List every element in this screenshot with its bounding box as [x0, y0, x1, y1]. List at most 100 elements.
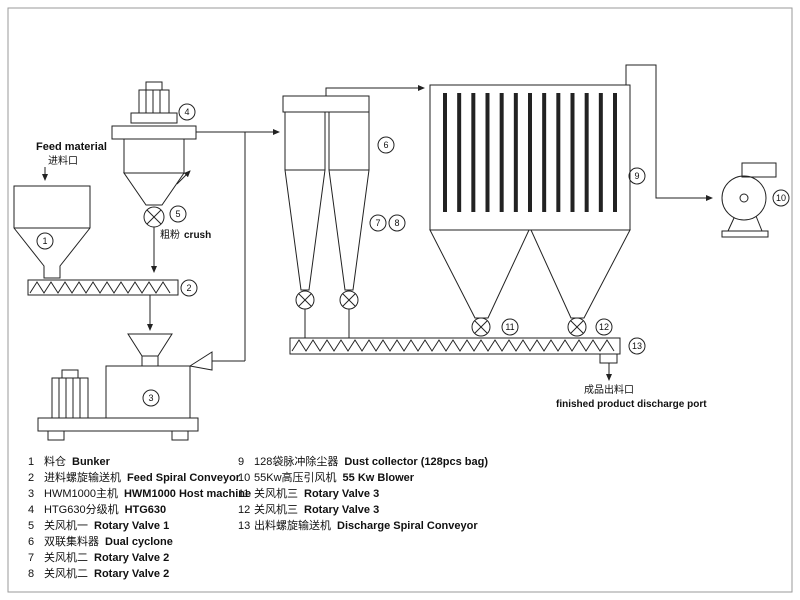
legend-item-3: 3 HWM1000主机 HWM1000 Host machine	[28, 486, 251, 502]
blower-outlet	[741, 162, 777, 178]
callout-6: 6	[377, 136, 395, 154]
dual-cyclone	[282, 95, 370, 291]
discharge-label-cn: 成品出料口	[584, 383, 634, 396]
svg-text:1: 1	[42, 236, 47, 246]
legend-cn: 关风机三	[254, 504, 298, 516]
feed-material-label-cn: 进料口	[48, 154, 78, 167]
legend-en: Dual cyclone	[105, 536, 173, 548]
discharge-label-en: finished product discharge port	[556, 399, 707, 410]
screw-zigzag	[29, 281, 171, 294]
filter-bags	[443, 93, 617, 212]
collector-hopper-left	[429, 229, 530, 319]
callout-4: 4	[178, 103, 196, 121]
crush-label-en: crush	[184, 230, 211, 241]
legend-en: Rotary Valve 2	[94, 568, 170, 580]
crush-return: 粗粉 crush	[151, 227, 211, 273]
legend-cn: 双联集料器	[44, 536, 99, 548]
legend-cn: 关风机二	[44, 552, 88, 564]
legend-en: Discharge Spiral Conveyor	[337, 520, 478, 532]
legend-number: 1	[28, 456, 35, 468]
legend-number: 3	[28, 488, 35, 500]
collector-hopper-right	[530, 229, 631, 319]
legend-number: 9	[238, 456, 245, 468]
discharge-chute	[599, 353, 618, 364]
screw-zigzag	[291, 339, 615, 352]
legend-number: 12	[238, 504, 251, 516]
legend-cn: 128袋脉冲除尘器	[254, 456, 339, 468]
page-border	[7, 7, 793, 593]
dust-collector	[429, 84, 631, 319]
svg-text:3: 3	[148, 393, 153, 403]
callout-13: 13	[628, 337, 646, 355]
callout-10: 10	[772, 189, 790, 207]
motor-cap	[61, 369, 79, 379]
legend-item-8: 8 关风机二 Rotary Valve 2	[28, 566, 251, 582]
callout-3: 3	[142, 389, 160, 407]
legend-cn: 料仓	[44, 456, 66, 468]
legend-number: 11	[238, 488, 250, 500]
svg-text:9: 9	[634, 171, 639, 181]
legend-number: 7	[28, 552, 35, 564]
rotary-valve-1	[143, 206, 165, 228]
legend-number: 13	[238, 520, 251, 532]
svg-text:11: 11	[505, 322, 514, 332]
callout-2: 2	[180, 279, 198, 297]
legend-cn: 关风机三	[254, 488, 298, 500]
legend-en: Dust collector (128pcs bag)	[344, 456, 489, 468]
fines-out-arrow	[176, 170, 191, 185]
legend-column-right: 9 128袋脉冲除尘器 Dust collector (128pcs bag) 10…	[238, 454, 488, 534]
legend-cn: 出料螺旋输送机	[254, 520, 331, 532]
mill-to-classifier-pipe	[212, 132, 246, 362]
legend-en: Feed Spiral Conveyor	[127, 472, 241, 484]
callout-8: 8	[388, 214, 406, 232]
collector-to-blower-pipe	[625, 64, 713, 201]
legend-cn: HTG630分级机	[44, 504, 119, 516]
legend-number: 6	[28, 536, 35, 548]
callout-5: 5	[169, 205, 187, 223]
feed-spiral-conveyor	[27, 279, 179, 296]
rotary-valve-2a	[295, 290, 315, 310]
callout-1: 1	[36, 232, 54, 250]
legend-number: 10	[238, 472, 251, 484]
svg-text:13: 13	[632, 341, 642, 351]
mill-outlet-nozzle	[188, 351, 213, 371]
rotary-valve-3b	[567, 317, 587, 337]
callout-12: 12	[595, 318, 613, 336]
callout-7: 7	[369, 214, 387, 232]
svg-text:5: 5	[175, 209, 180, 219]
legend-number: 5	[28, 520, 35, 532]
legend-number: 4	[28, 504, 35, 516]
legend-cn: 关风机一	[44, 520, 88, 532]
legend-en: Rotary Valve 1	[94, 520, 170, 532]
motor	[51, 377, 89, 419]
legend-cn: 关风机二	[44, 568, 88, 580]
svg-text:7: 7	[375, 218, 380, 228]
rotary-valve-2b	[339, 290, 359, 310]
crush-label-cn: 粗粉	[160, 228, 180, 241]
legend-item-6: 6 双联集料器 Dual cyclone	[28, 534, 251, 550]
legend-en: HWM1000 Host machine	[123, 488, 252, 500]
svg-text:2: 2	[186, 283, 191, 293]
legend-cn: HWM1000主机	[44, 488, 118, 500]
legend-item-7: 7 关风机二 Rotary Valve 2	[28, 550, 251, 566]
legend-cn: 进料螺旋输送机	[44, 472, 121, 484]
rotary-valve-3a	[471, 317, 491, 337]
legend-number: 2	[28, 472, 35, 484]
bunker	[13, 185, 91, 279]
legend-cn: 55Kw高压引风机	[254, 472, 337, 484]
legend-number: 8	[28, 568, 35, 580]
legend-item-2: 2 进料螺旋输送机 Feed Spiral Conveyor	[28, 470, 251, 486]
legend-en: Rotary Valve 2	[94, 552, 170, 564]
svg-text:8: 8	[394, 218, 399, 228]
feed-material-label: Feed material 进料口	[36, 141, 107, 181]
discharge-spiral-conveyor	[289, 337, 621, 364]
